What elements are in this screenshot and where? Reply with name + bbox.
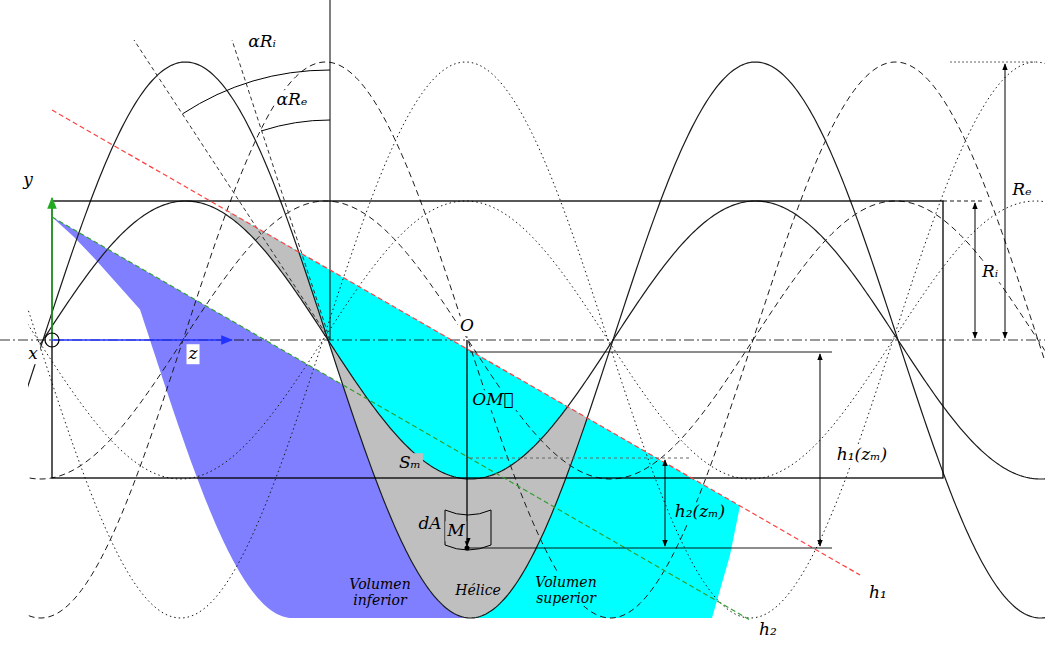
angle-label: αRᵢ xyxy=(246,32,278,52)
lower-volume-region xyxy=(52,217,470,618)
dimension-extension xyxy=(943,201,985,202)
dimension-label: h₂(zₘ) xyxy=(673,502,727,522)
dimension-extension xyxy=(470,352,832,353)
area-element xyxy=(445,510,491,550)
point-label: M xyxy=(445,521,466,541)
axis-label: y xyxy=(21,170,35,190)
construction-lines xyxy=(0,0,1045,620)
line-label: h₂ xyxy=(757,620,779,640)
region-fills xyxy=(52,95,740,618)
dimension-line xyxy=(665,460,666,546)
dimension-extension xyxy=(950,62,1035,63)
dimension-label: h₁(zₘ) xyxy=(835,445,889,465)
vertical-line xyxy=(330,0,331,340)
z-axis-arrow xyxy=(52,339,232,341)
angle-arc xyxy=(262,120,330,131)
line-label: h₁ xyxy=(867,583,889,603)
angle-label: αRₑ xyxy=(275,90,310,110)
dimension-label: Rₑ xyxy=(1010,180,1033,200)
area-label: dA xyxy=(416,514,443,534)
dimension-extension xyxy=(467,548,832,549)
axis-label: x xyxy=(26,344,40,364)
region-label: Hélice xyxy=(453,582,503,598)
h1-line xyxy=(52,110,860,575)
dimension-line xyxy=(975,203,976,338)
section-label: Sₘ xyxy=(397,453,423,473)
region-label: Volumen superior xyxy=(529,574,603,606)
dimension-line xyxy=(1005,64,1006,338)
vector-label: OM⃗ xyxy=(470,390,516,410)
helix-region xyxy=(230,95,613,618)
dimension-label: Rᵢ xyxy=(980,262,1000,282)
h2-line xyxy=(52,217,750,620)
tangent-line xyxy=(232,40,330,340)
dimension-extension xyxy=(470,458,690,459)
point-label: O xyxy=(458,316,476,336)
axis-label: z xyxy=(187,344,200,364)
y-axis-arrow xyxy=(51,198,53,340)
angle-arc xyxy=(183,70,330,114)
axis-line xyxy=(0,340,1045,341)
region-label: Volumen inferior xyxy=(343,576,417,608)
cylinder-rectangle xyxy=(52,201,943,478)
dimension-line xyxy=(820,354,821,546)
x-axis-symbol xyxy=(45,333,59,347)
tangent-line xyxy=(134,40,330,340)
